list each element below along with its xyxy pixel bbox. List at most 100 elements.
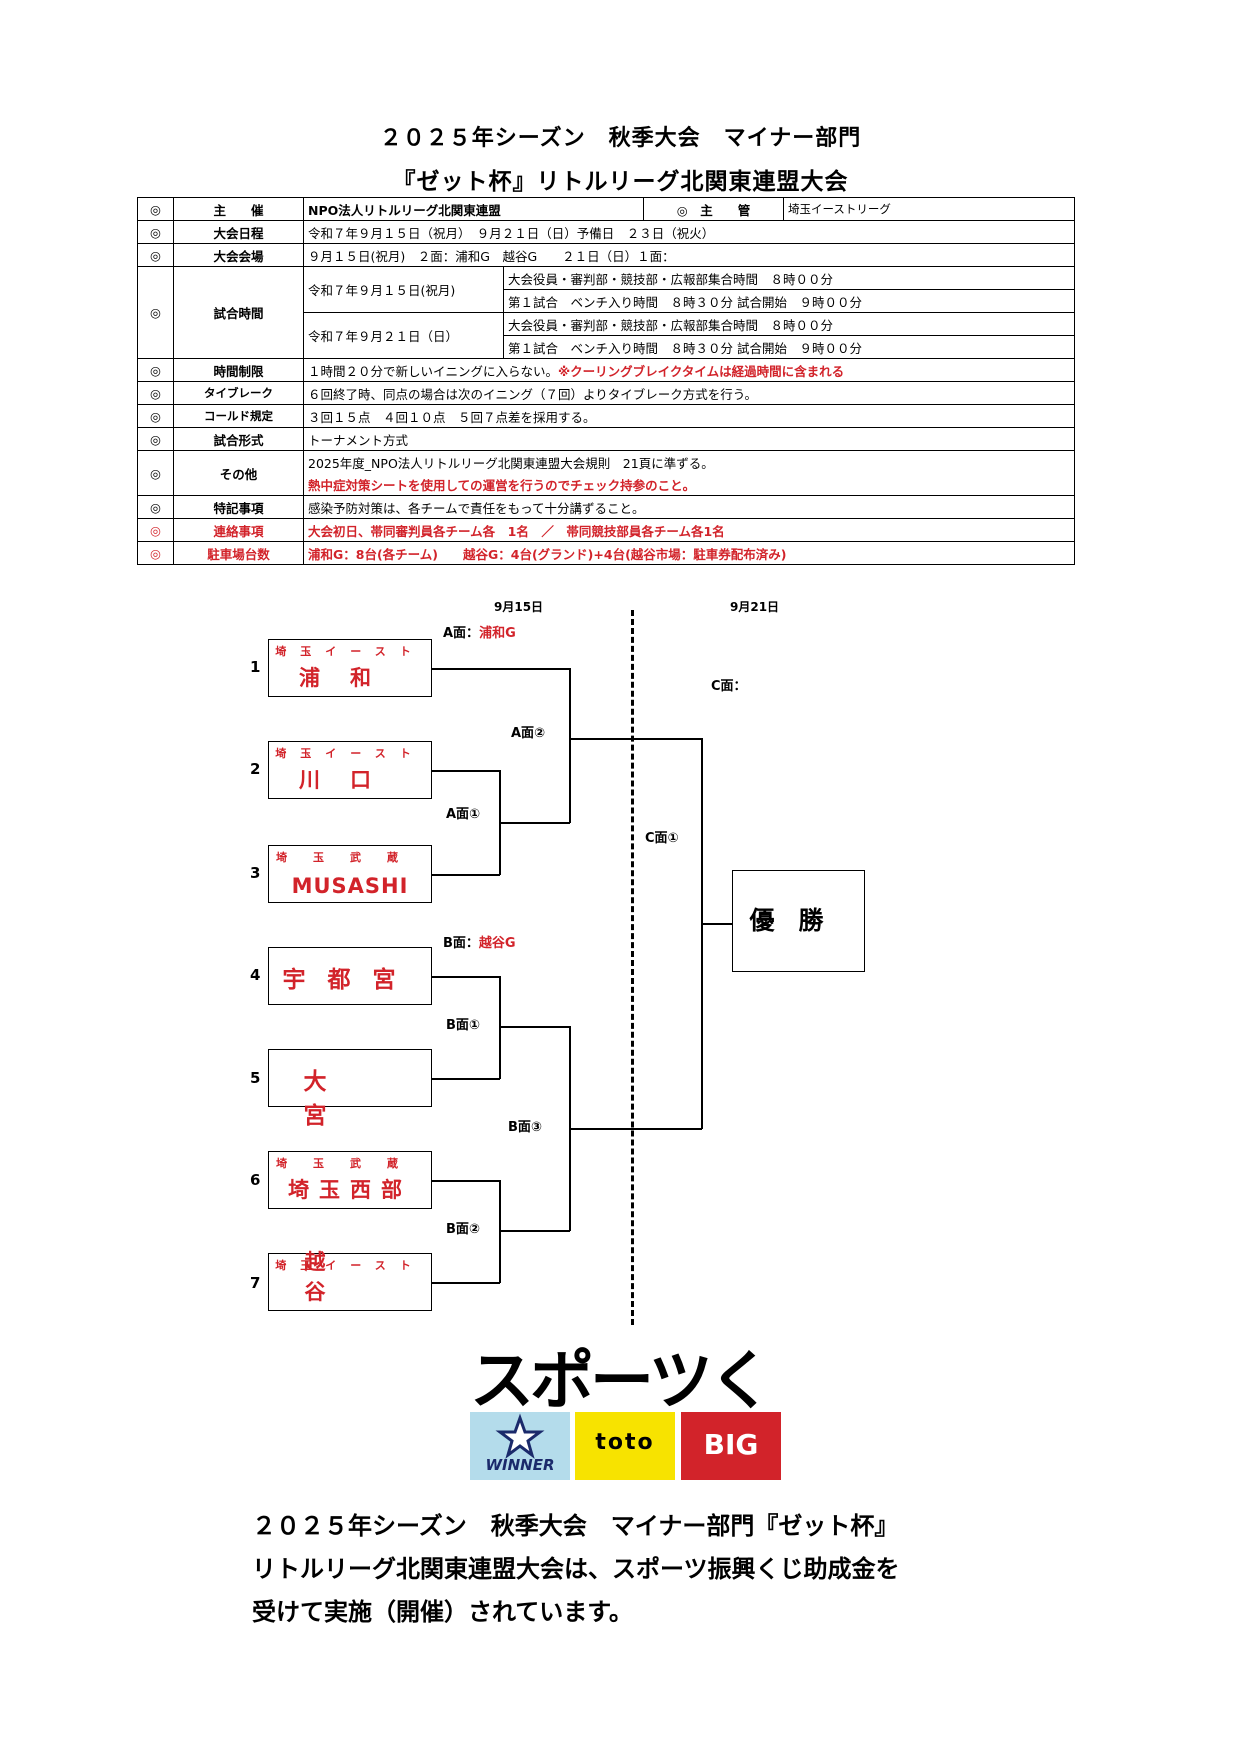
bullet-mark: ◎ (137, 381, 174, 405)
team-box-saitama-seibu: 埼玉武蔵 埼玉西部 (268, 1151, 432, 1209)
day1-assembly: 大会役員・審判部・競技部・広報部集合時間 ８時００分 (503, 266, 1075, 290)
team-name: 大宮 (303, 1069, 397, 1129)
page-subtitle: 『ゼット杯』リトルリーグ北関東連盟大会 (392, 169, 849, 195)
bullet-mark: ◎ (137, 266, 174, 359)
seed-number: 7 (250, 1274, 261, 1292)
big-logo: BIG (681, 1412, 781, 1480)
bullet-mark: ◎ (137, 358, 174, 382)
format-value: トーナメント方式 (303, 427, 1075, 451)
bracket-line (432, 976, 500, 978)
bracket-date-1: 9月15日 (494, 600, 544, 614)
bracket-line (432, 770, 500, 772)
bullet-mark: ◎ (676, 202, 688, 218)
team-name: 川口 (299, 768, 401, 792)
tiebreak-label: タイブレーク (173, 381, 304, 405)
info-row-time-day1-a: ◎ 試合時間 令和７年９月１５日(祝月) 大会役員・審判部・競技部・広報部集合時… (137, 266, 1075, 359)
toto-logo: toto (575, 1412, 675, 1480)
team-name: 宇都宮 (282, 967, 418, 993)
bracket-line (499, 1026, 570, 1028)
winner-logo: WINNER (470, 1412, 570, 1480)
day2-assembly: 大会役員・審判部・競技部・広報部集合時間 ８時００分 (503, 312, 1075, 336)
format-label: 試合形式 (173, 427, 304, 451)
team-box-utsunomiya: 宇都宮 (268, 947, 432, 1005)
bullet-mark: ◎ (137, 427, 174, 451)
info-row-limit: ◎ 時間制限 １時間２０分で新しいイニングに入らない。※クーリングブレイクタイム… (137, 358, 1075, 382)
bullet-mark: ◎ (137, 220, 174, 244)
info-row-other-a: ◎ その他 2025年度_NPO法人リトルリーグ北関東連盟大会規則 21頁に準ず… (137, 450, 1075, 496)
match-c1-label: C面① (645, 831, 679, 846)
special-label: 特記事項 (173, 495, 304, 519)
other-value-2: 熱中症対策シートを使用しての運営を行うのでチェック持参のこと。 (303, 473, 1075, 496)
team-name: 越谷 (304, 1250, 396, 1304)
host-value: NPO法人リトルリーグ北関東連盟 (303, 197, 644, 221)
champion-box: 優勝 (732, 870, 865, 972)
bracket-line (701, 738, 703, 1129)
bullet-mark: ◎ (137, 518, 174, 542)
bracket-line (569, 1128, 702, 1130)
day1-label: 令和７年９月１５日(祝月) (303, 266, 504, 313)
seed-number: 2 (250, 760, 261, 778)
bracket-line (499, 976, 501, 1079)
dates-value: 令和７年９月１５日（祝月） ９月２１日（日）予備日 ２３日（祝火） (303, 220, 1075, 244)
organizer-label-text: 主 管 (700, 202, 751, 218)
c-field-label: C面： (711, 679, 747, 694)
bracket-date-2: 9月21日 (730, 600, 780, 614)
a-field-label: A面：浦和G (443, 622, 516, 641)
organizer-label: ◎ 主 管 (643, 197, 784, 221)
called-label: コールド規定 (173, 404, 304, 428)
venue-label: 大会会場 (173, 243, 304, 267)
a-field-text: A面： (443, 626, 480, 641)
bullet-mark: ◎ (137, 404, 174, 428)
limit-text: １時間２０分で新しいイニングに入らない。 (308, 363, 559, 379)
bracket-line (499, 822, 570, 824)
venue-value: ９月１５日(祝月) ２面：浦和G 越谷G ２１日（日）１面： (303, 243, 1075, 267)
info-row-contact: ◎ 連絡事項 大会初日、帯同審判員各チーム各 1名 ／ 帯同競技部員各チーム各1… (137, 518, 1075, 542)
seed-number: 4 (250, 966, 261, 984)
host-label: 主 催 (173, 197, 304, 221)
team-league: 埼玉武蔵 (276, 851, 424, 864)
other-value-1: 2025年度_NPO法人リトルリーグ北関東連盟大会規則 21頁に準ずる。 (303, 450, 1075, 473)
star-icon (495, 1413, 545, 1459)
seed-number: 6 (250, 1171, 261, 1189)
other-label: その他 (173, 450, 304, 496)
bullet-mark: ◎ (137, 450, 174, 496)
footer-line-2: リトルリーグ北関東連盟大会は、スポーツ振興くじ助成金を (252, 1555, 900, 1583)
special-value: 感染予防対策は、各チームで責任をもって十分講ずること。 (303, 495, 1075, 519)
team-box-koshigaya: 埼玉イースト 越谷 (268, 1250, 432, 1311)
seed-number: 3 (250, 864, 261, 882)
match-b1-label: B面① (446, 1018, 480, 1033)
team-box-kawaguchi: 埼玉イースト 川口 (268, 741, 432, 799)
footer-line-1: ２０２５年シーズン 秋季大会 マイナー部門『ゼット杯』 (252, 1512, 899, 1540)
bracket-line (432, 874, 500, 876)
tiebreak-value: ６回終了時、同点の場合は次のイニング（７回）よりタイブレーク方式を行う。 (303, 381, 1075, 405)
day1-first-game: 第１試合 ベンチ入り時間 ８時３０分 試合開始 ９時００分 (503, 289, 1075, 313)
match-b3-label: B面③ (508, 1120, 542, 1135)
team-name: 埼玉西部 (288, 1178, 412, 1202)
info-row-tiebreak: ◎ タイブレーク ６回終了時、同点の場合は次のイニング（７回）よりタイブレーク方… (137, 381, 1075, 405)
info-row-special: ◎ 特記事項 感染予防対策は、各チームで責任をもって十分講ずること。 (137, 495, 1075, 519)
seed-number: 5 (250, 1069, 261, 1087)
b-field-venue: 越谷G (478, 936, 516, 951)
match-a2-label: A面② (511, 726, 546, 741)
match-b2-label: B面② (446, 1222, 480, 1237)
organizer-value: 埼玉イーストリーグ (783, 197, 1075, 221)
contact-value: 大会初日、帯同審判員各チーム各 1名 ／ 帯同競技部員各チーム各1名 (303, 518, 1075, 542)
footer-line-3: 受けて実施（開催）されています。 (252, 1598, 633, 1626)
team-name: 浦和 (299, 666, 401, 690)
bullet-mark: ◎ (137, 243, 174, 267)
bracket-line (569, 668, 571, 823)
toto-logo-text: toto (595, 1430, 655, 1455)
bullet-mark: ◎ (137, 495, 174, 519)
info-row-format: ◎ 試合形式 トーナメント方式 (137, 427, 1075, 451)
big-logo-text: BIG (703, 1428, 759, 1461)
info-row-host: ◎ 主 催 NPO法人リトルリーグ北関東連盟 ◎ 主 管 埼玉イーストリーグ (137, 197, 1075, 221)
team-league: 埼玉イースト (275, 747, 425, 760)
bracket-line (432, 1282, 500, 1284)
winner-logo-text: WINNER (485, 1456, 555, 1474)
bracket-line (499, 1180, 501, 1283)
bracket-line (499, 1230, 570, 1232)
parking-value: 浦和G：8台(各チーム) 越谷G：4台(グランド)+4台(越谷市場：駐車券配布済… (303, 541, 1075, 565)
dates-label: 大会日程 (173, 220, 304, 244)
bracket-line (701, 923, 732, 925)
day2-first-game: 第１試合 ベンチ入り時間 ８時３０分 試合開始 ９時００分 (503, 335, 1075, 359)
